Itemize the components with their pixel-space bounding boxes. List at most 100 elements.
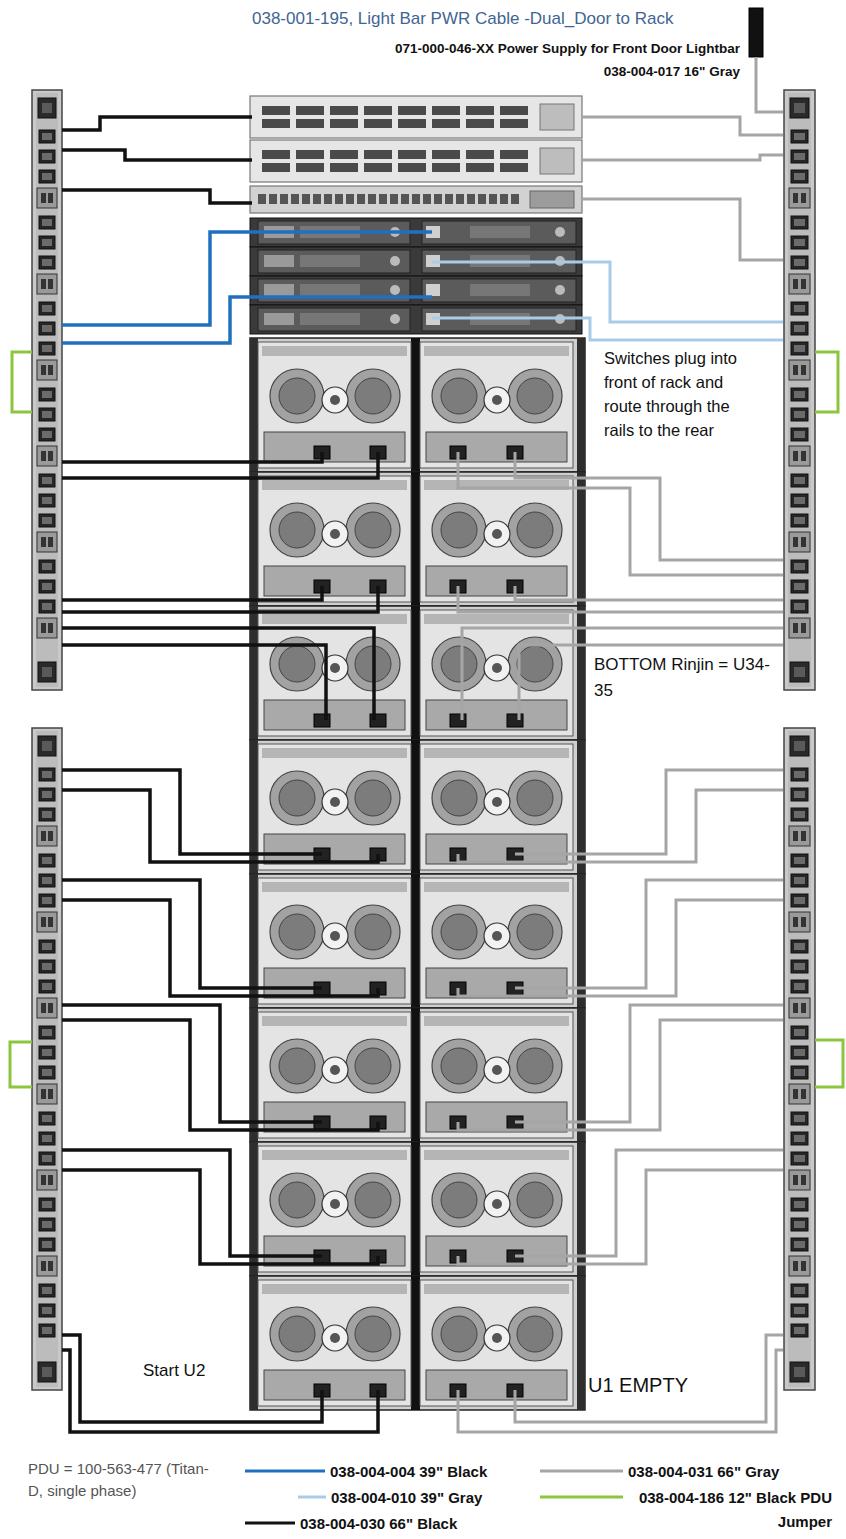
c13-socket <box>794 133 805 140</box>
c13-outlet <box>791 1046 808 1059</box>
light-gray-power-cable <box>432 318 783 340</box>
fan-latch <box>484 1057 510 1083</box>
switch-port-row <box>500 106 528 115</box>
switch-port-row <box>398 163 426 172</box>
switch-port-row <box>500 163 528 172</box>
switch-port-row <box>466 163 494 172</box>
c13-socket <box>794 1069 805 1076</box>
breaker-switch <box>41 279 46 289</box>
c19-outlet <box>790 1362 809 1382</box>
text-slot: BOTTOM Rinjin = U34-35 <box>594 652 772 704</box>
switch-port-row <box>262 106 290 115</box>
c13-socket <box>42 497 52 504</box>
gray-power-cable <box>515 452 783 560</box>
vent-strip <box>424 346 569 356</box>
c19-outlet <box>790 736 809 756</box>
server-chassis <box>250 276 582 305</box>
fan-blades <box>279 646 315 682</box>
enclosure-chassis <box>250 338 585 472</box>
fan-blades <box>355 378 391 414</box>
power-supply <box>264 834 405 864</box>
breaker-switch <box>801 1089 806 1099</box>
vent-strip <box>424 1016 569 1026</box>
breaker <box>789 1084 810 1104</box>
controller-module <box>258 476 411 602</box>
switch-port-row <box>330 163 358 172</box>
vent-strip <box>262 882 407 892</box>
breaker-switch <box>41 1261 46 1271</box>
rack-rail <box>577 338 585 472</box>
c13-socket <box>42 173 52 180</box>
light-gray-power-cable <box>432 262 783 322</box>
black-power-cable <box>62 1350 378 1432</box>
c13-socket <box>794 1307 805 1314</box>
c19-outlet <box>38 736 56 756</box>
vent-strip <box>262 1150 407 1160</box>
fan-latch-center <box>330 931 340 941</box>
black-power-cable <box>62 1170 378 1264</box>
fan-latch <box>322 521 348 547</box>
switch-port <box>434 194 442 204</box>
c13-socket <box>794 811 805 818</box>
c13-socket <box>42 1287 52 1294</box>
gray-power-cable <box>582 199 783 260</box>
enclosure-divider <box>411 606 420 740</box>
c13-socket <box>42 877 52 884</box>
breaker <box>789 274 810 294</box>
gray-power-cable <box>458 900 783 996</box>
fan <box>432 1039 486 1093</box>
part-number: 038-004-017 16" Gray <box>470 63 740 81</box>
c13-socket <box>794 877 805 884</box>
power-supply <box>264 1102 405 1132</box>
fan <box>270 1039 324 1093</box>
breaker-switch <box>48 831 53 841</box>
c13-outlet <box>791 236 808 249</box>
c13-outlet <box>791 474 808 487</box>
fan-latch <box>484 387 510 413</box>
c13-outlet <box>791 788 808 801</box>
black-power-cable <box>62 452 322 462</box>
network-switch <box>250 140 582 182</box>
gray-power-cable <box>458 1170 783 1264</box>
power-supply <box>426 432 567 462</box>
c13-outlet <box>39 216 55 229</box>
fan <box>508 503 562 557</box>
fan-latch-center <box>330 529 340 539</box>
c13-outlet <box>39 408 55 421</box>
server-led <box>390 314 400 324</box>
text-slot: 038-004-030 66" Black <box>300 1512 520 1536</box>
c13-outlet <box>39 1112 55 1125</box>
c13-socket <box>42 517 52 524</box>
text-slot: Switches plug into front of rack and rou… <box>604 346 756 442</box>
vent-strip <box>424 882 569 892</box>
fan <box>346 1039 400 1093</box>
breaker-switch <box>793 537 798 547</box>
c13-socket <box>42 239 52 246</box>
c13-socket <box>794 857 805 864</box>
c13-outlet <box>39 768 55 781</box>
switch-port-row <box>364 119 392 128</box>
c13-outlet <box>39 130 55 143</box>
legend-text: 038-004-030 66" Black <box>300 1512 520 1536</box>
controller-module <box>420 476 573 602</box>
fan-latch <box>484 1325 510 1351</box>
c13-socket <box>794 497 805 504</box>
fan-blades <box>441 914 477 950</box>
vent-strip <box>262 1016 407 1026</box>
black-power-cable <box>62 150 252 160</box>
switch-port <box>324 194 332 204</box>
fan-blades <box>279 1316 315 1352</box>
c13-socket <box>794 897 805 904</box>
switch-port <box>357 194 365 204</box>
c19-socket <box>794 1367 805 1377</box>
breaker-switch <box>801 365 806 375</box>
c19-outlet <box>38 1362 56 1382</box>
c13-outlet <box>791 940 808 953</box>
vent-strip <box>262 480 407 490</box>
text-slot: U1 EMPTY <box>588 1372 718 1398</box>
legend-sample-line <box>540 1470 623 1473</box>
c13-outlet <box>791 408 808 421</box>
legend-text: 038-004-004 39" Black <box>330 1460 535 1484</box>
c13-socket <box>42 963 52 970</box>
breaker-switch <box>801 193 806 203</box>
